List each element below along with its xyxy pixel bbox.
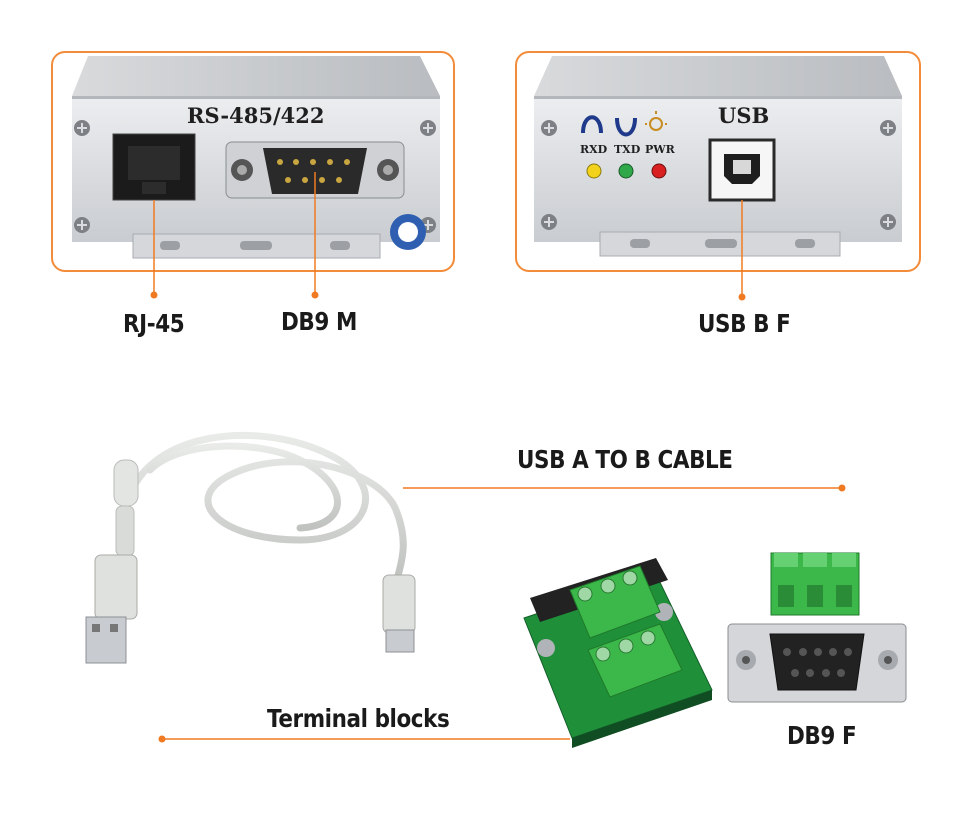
usb-b-f-callout: USB B F [698, 309, 791, 338]
cable-callout: USB A TO B CABLE [517, 445, 733, 474]
rs485-panel-label: RS-485/422 [187, 103, 325, 128]
power-bulb-icon [645, 111, 667, 131]
db9m-callout: DB9 M [281, 307, 357, 336]
txd-led [618, 163, 634, 179]
db9f-callout: DB9 F [787, 721, 857, 750]
pwr-label: PWR [645, 143, 675, 156]
txd-arrow-icon [615, 117, 637, 137]
terminal-blocks-callout: Terminal blocks [267, 704, 450, 733]
rj45-callout: RJ-45 [123, 309, 185, 338]
rxd-led [586, 163, 602, 179]
rxd-label: RXD [580, 143, 608, 156]
txd-label: TXD [614, 143, 641, 156]
terminal-block-top [569, 565, 661, 639]
rxd-arrow-icon [581, 115, 603, 134]
db9-female-port [769, 633, 865, 691]
terminal-block-bottom [587, 623, 683, 698]
usb-b-plug [385, 629, 415, 653]
pwr-led [651, 163, 667, 179]
usb-panel-label: USB [718, 103, 770, 128]
